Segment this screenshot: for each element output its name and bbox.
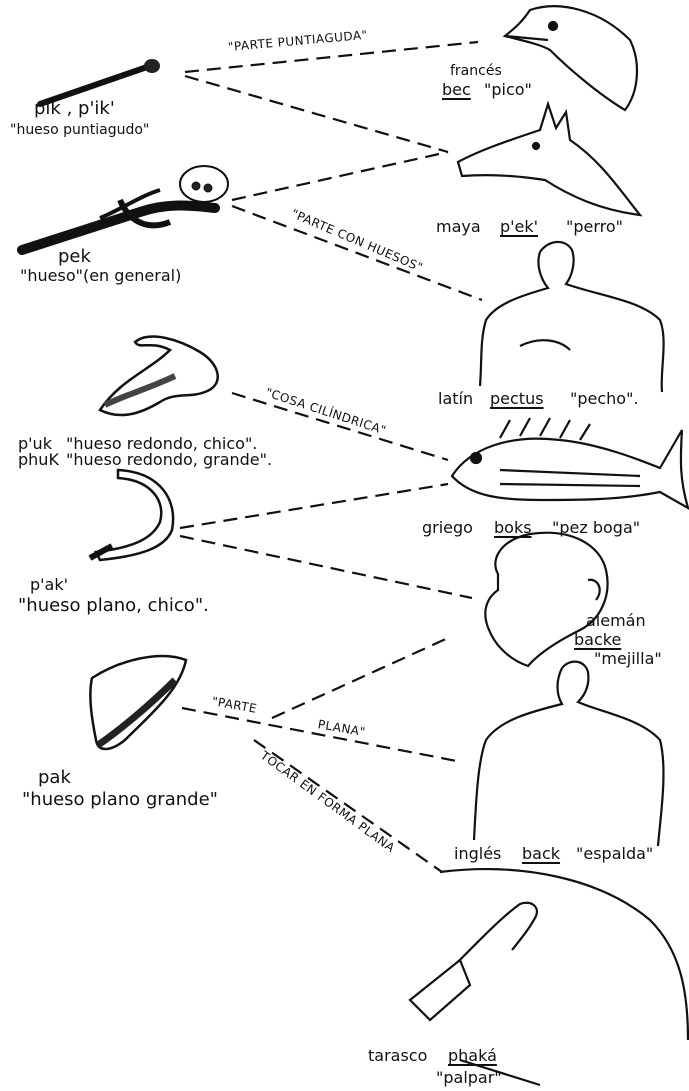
connector-pak-back xyxy=(182,708,462,762)
word-tarasco-lang: tarasco xyxy=(368,1048,427,1064)
flat-large-bone-illustration xyxy=(90,656,186,749)
word-frances-gloss: "pico" xyxy=(484,82,532,98)
word-latin-lang: latín xyxy=(438,391,473,407)
dog-head-illustration xyxy=(458,104,640,215)
fish-illustration xyxy=(452,418,688,508)
word-aleman-word: backe xyxy=(574,632,621,648)
root-pek-gloss: "hueso"(en general) xyxy=(20,268,181,284)
root-pik-form: pik , p'ik' xyxy=(34,100,115,118)
root-pak-small-gloss: "hueso plano, chico". xyxy=(18,597,209,615)
word-ingles-gloss: "espalda" xyxy=(576,846,653,862)
word-latin-word: pectus xyxy=(490,391,544,407)
skeleton-illustration xyxy=(22,166,228,250)
word-frances-word: bec xyxy=(442,82,471,98)
word-ingles-word: back xyxy=(522,846,560,862)
root-pik-gloss: "hueso puntiagudo" xyxy=(10,123,149,137)
word-tarasco-word: phaká xyxy=(448,1048,497,1064)
round-bone-illustration xyxy=(100,337,218,415)
word-aleman-lang: alemán xyxy=(586,613,646,629)
root-phuk-form2: phuK xyxy=(18,452,59,468)
word-latin-gloss: "pecho". xyxy=(570,391,639,407)
word-frances-lang: francés xyxy=(450,64,502,78)
word-griego-gloss: "pez boga" xyxy=(552,520,640,536)
connector-pak-boks xyxy=(180,484,448,528)
root-pak-small-form: p'ak' xyxy=(30,577,68,593)
word-ingles-lang: inglés xyxy=(454,846,501,862)
connector-pik-pek xyxy=(185,76,448,152)
back-torso-illustration xyxy=(474,662,663,846)
word-griego-word: boks xyxy=(494,520,532,536)
connector-pak-backe2 xyxy=(272,638,448,718)
flat-small-bone-illustration xyxy=(90,470,173,560)
root-phuk-gloss2: "hueso redondo, grande". xyxy=(66,452,272,468)
connector-pek-perro xyxy=(232,152,448,200)
root-pak-form: pak xyxy=(38,769,71,787)
word-tarasco-gloss: "palpar" xyxy=(436,1070,502,1086)
word-maya-word: p'ek' xyxy=(500,219,538,235)
root-pak-gloss: "hueso plano grande" xyxy=(22,791,218,809)
word-griego-lang: griego xyxy=(422,520,473,536)
word-maya-gloss: "perro" xyxy=(566,219,623,235)
word-maya-lang: maya xyxy=(436,219,481,235)
word-aleman-gloss: "mejilla" xyxy=(594,651,662,667)
root-pek-form: pek xyxy=(58,248,91,266)
connector-pak-backe xyxy=(180,536,472,598)
man-chest-illustration xyxy=(480,242,664,392)
